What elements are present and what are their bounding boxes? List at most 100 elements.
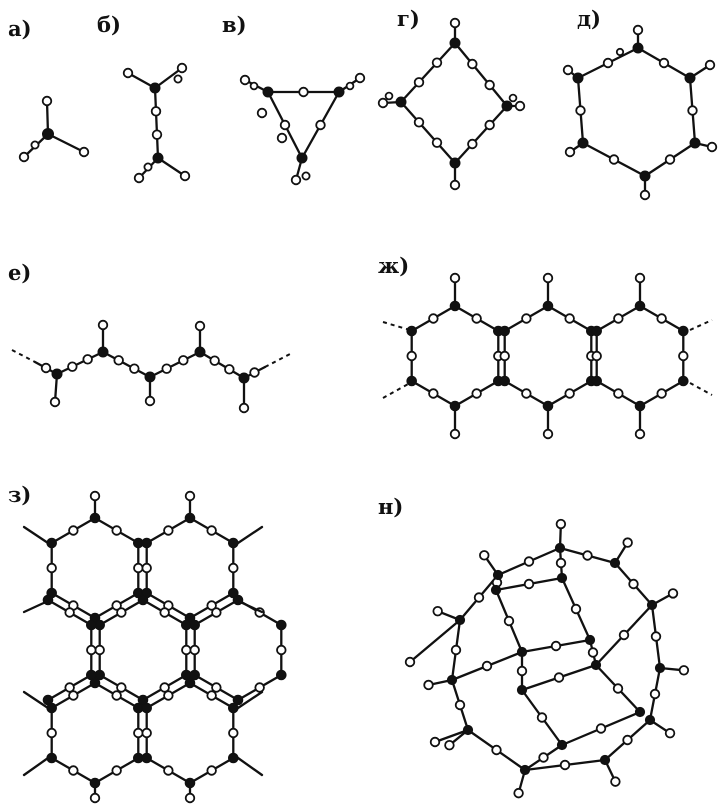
bond [236, 690, 264, 710]
oxygen-atom [384, 91, 394, 101]
oxygen-atom [658, 57, 670, 69]
oxygen-atom [239, 74, 251, 86]
oxygen-atom [454, 699, 466, 711]
oxygen-atom [639, 189, 651, 201]
oxygen-atom [184, 490, 196, 502]
tetrahedral-atom [149, 82, 161, 94]
oxygen-atom [664, 728, 676, 739]
chain-continuation [689, 382, 713, 396]
tetrahedral-atom [89, 777, 101, 789]
bond [453, 104, 509, 165]
oxygen-atom [159, 607, 170, 618]
tetrahedral-atom [499, 375, 510, 387]
panel-d-six-ring [562, 24, 718, 201]
panel-g-four-ring [377, 17, 526, 191]
tetrahedral-atom [97, 346, 109, 358]
oxygen-atom [429, 736, 441, 748]
tetrahedral-atom [194, 346, 206, 358]
oxygen-atom [176, 62, 188, 74]
oxygen-atom [82, 354, 93, 365]
bond [453, 41, 509, 108]
oxygen-atom [68, 690, 79, 701]
oxygen-atom [345, 81, 355, 91]
oxygen-atom [68, 765, 79, 776]
tetrahedral-atom [406, 375, 417, 387]
oxygen-atom [656, 313, 667, 324]
oxygen-atom [649, 688, 661, 700]
tetrahedral-atom [446, 674, 458, 686]
oxygen-atom [181, 644, 192, 656]
tetrahedral-atom [449, 400, 461, 412]
oxygen-atom [650, 631, 662, 642]
panel-z-sheet-structure [22, 490, 287, 804]
tetrahedral-atom [276, 669, 287, 681]
oxygen-atom [194, 320, 206, 332]
oxygen-atom [499, 350, 510, 362]
oxygen-atom [279, 119, 291, 131]
oxygen-atom [564, 313, 575, 324]
oxygen-atom [141, 562, 152, 574]
tetrahedral-atom [184, 512, 196, 524]
oxygen-atom [49, 396, 61, 408]
tetrahedral-atom [499, 325, 510, 337]
bond [433, 728, 470, 744]
oxygen-atom [404, 656, 416, 668]
oxygen-atom [354, 72, 366, 84]
tetrahedral-atom [556, 739, 568, 751]
oxygen-atom [678, 350, 689, 362]
panel-label-i: н) [378, 494, 403, 519]
oxygen-atom [143, 162, 153, 172]
oxygen-atom [40, 362, 52, 374]
oxygen-atom [209, 355, 220, 366]
oxygen-atom [89, 792, 101, 804]
bond [198, 350, 246, 380]
oxygen-atom [613, 388, 624, 399]
oxygen-atom [608, 154, 620, 165]
oxygen-atom [116, 607, 127, 618]
tetrahedral-atom [634, 300, 646, 312]
oxygen-atom [562, 64, 574, 76]
oxygen-atom [113, 355, 124, 366]
oxygen-atom [484, 79, 495, 91]
oxygen-atom [444, 739, 455, 751]
oxygen-atom [189, 644, 200, 656]
tetrahedral-atom [449, 157, 461, 169]
oxygen-atom [615, 47, 625, 57]
chain-continuation [11, 349, 36, 363]
oxygen-atom [634, 428, 646, 440]
bond [236, 756, 264, 777]
oxygen-atom [467, 58, 478, 70]
oxygen-atom [449, 428, 461, 440]
oxygen-atom [538, 752, 549, 763]
oxygen-atom [133, 562, 144, 574]
panel-label-v: в) [222, 12, 247, 37]
oxygen-atom [667, 588, 679, 599]
oxygen-atom [276, 132, 288, 144]
oxygen-atom [521, 388, 532, 399]
bond [236, 525, 264, 545]
oxygen-atom [161, 363, 172, 374]
tetrahedral-atom [454, 614, 466, 626]
panel-label-e: е) [8, 260, 31, 285]
oxygen-atom [582, 550, 593, 561]
bond [399, 100, 457, 165]
oxygen-atom [610, 776, 621, 787]
oxygen-atom [94, 644, 105, 656]
tetrahedral-atom [89, 512, 101, 524]
tetrahedral-atom [137, 594, 149, 606]
tetrahedral-atom [519, 764, 531, 776]
oxygen-atom [206, 525, 217, 536]
tetrahedral-atom [584, 634, 596, 646]
oxygen-atom [542, 428, 554, 440]
bond [22, 690, 50, 710]
oxygen-atom [228, 562, 239, 574]
tetrahedral-atom [46, 537, 57, 549]
oxygen-atom [550, 640, 562, 652]
oxygen-atom [46, 562, 57, 574]
tetrahedral-atom [276, 619, 287, 631]
oxygen-atom [632, 24, 644, 36]
oxygen-atom [559, 759, 571, 771]
tetrahedral-atom [46, 752, 57, 764]
oxygen-atom [163, 525, 174, 536]
chain-continuation [264, 353, 291, 368]
